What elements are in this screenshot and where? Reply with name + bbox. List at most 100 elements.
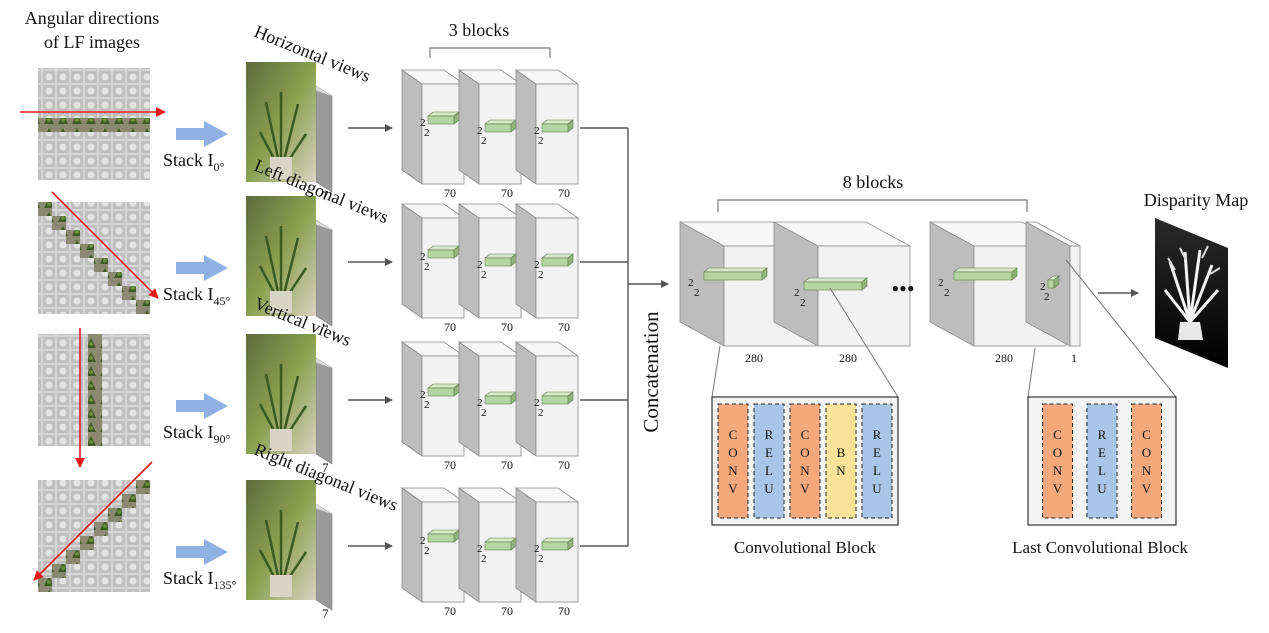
filter-b-2-0: 2 <box>424 399 430 411</box>
big-block-size-2: 280 <box>995 351 1013 365</box>
small-block-1-2 <box>514 203 580 319</box>
filter-3-1 <box>484 537 517 551</box>
lf-grid-horizontal <box>38 68 150 180</box>
conv-zoom-line-left <box>711 345 721 398</box>
filter-1-1 <box>484 253 517 267</box>
small-block-0-1 <box>457 69 523 185</box>
filter-a-1-1: 2 <box>477 259 483 271</box>
blue-arrow-0 <box>176 121 228 147</box>
filter-a-2-0: 2 <box>420 389 426 401</box>
filter-a-3-0: 2 <box>420 535 426 547</box>
conv-layer-2 <box>789 403 821 519</box>
filter-0-1 <box>484 119 517 133</box>
filter-2-2 <box>541 391 574 405</box>
depth-label-0: 7 <box>322 188 329 203</box>
conv-zoom-line-right <box>829 287 899 398</box>
big-block-size-0: 280 <box>745 351 763 365</box>
disparity-map-image <box>1155 218 1228 368</box>
small-block-1-1 <box>457 203 523 319</box>
filter-3-2 <box>541 537 574 551</box>
blue-arrow-3 <box>176 539 228 565</box>
left-title-line1: Angular directions <box>25 8 159 28</box>
red-arrow-right-diagonal <box>33 461 153 581</box>
block-size-2-0: 70 <box>444 458 456 472</box>
view-stack-3 <box>246 480 333 611</box>
stack-label-1: Stack I45° <box>163 284 230 308</box>
small-block-1-0 <box>400 203 466 319</box>
lf-grid-left-diagonal <box>38 202 150 314</box>
stack-label-2: Stack I90° <box>163 422 230 446</box>
filter-a-0-0: 2 <box>420 117 426 129</box>
conv-layer-1 <box>753 403 785 519</box>
filter-0-2 <box>541 119 574 133</box>
small-block-2-1 <box>457 341 523 457</box>
last-layer-1 <box>1086 403 1118 519</box>
filter-a-3-2: 2 <box>534 543 540 555</box>
last-filter-b: 2 <box>1044 291 1050 303</box>
last-layer-2 <box>1131 403 1162 519</box>
last-zoom-line-left <box>1027 347 1036 398</box>
filter-a-0-2: 2 <box>534 125 540 137</box>
big-filter-a-1: 2 <box>794 287 800 299</box>
big-filter-b-2: 2 <box>944 287 950 299</box>
small-block-2-2 <box>514 341 580 457</box>
filter-a-3-1: 2 <box>477 543 483 555</box>
filter-b-1-1: 2 <box>481 269 487 281</box>
filter-b-2-1: 2 <box>481 407 487 419</box>
left-title-line2: of LF images <box>44 32 140 52</box>
conv-title: Convolutional Block <box>734 538 877 557</box>
big-filter-b-1: 2 <box>800 297 806 309</box>
three-blocks-label: 3 blocks <box>449 20 510 40</box>
small-block-3-0 <box>400 487 466 603</box>
big-filter-b-0: 2 <box>694 287 700 299</box>
blue-arrow-2 <box>176 393 228 419</box>
last-title: Last Convolutional Block <box>1012 538 1188 557</box>
last-block-size: 1 <box>1071 351 1077 365</box>
concatenation-label: Concatenation <box>639 311 663 433</box>
three-blocks-brace <box>429 47 551 58</box>
depth-label-3: 7 <box>322 606 329 621</box>
view-stack-2 <box>246 334 333 465</box>
big-filter-0 <box>703 267 768 281</box>
small-block-3-2 <box>514 487 580 603</box>
big-block-1 <box>773 221 911 347</box>
conv-layer-4 <box>861 403 893 519</box>
small-block-0-2 <box>514 69 580 185</box>
small-block-2-0 <box>400 341 466 457</box>
depth-label-2: 7 <box>322 460 329 475</box>
view-stack-0 <box>246 62 333 193</box>
view-stack-1 <box>246 196 333 327</box>
filter-b-1-2: 2 <box>538 269 544 281</box>
filter-a-0-1: 2 <box>477 125 483 137</box>
last-filter <box>1047 275 1060 289</box>
big-filter-a-2: 2 <box>938 277 944 289</box>
block-size-2-2: 70 <box>558 458 570 472</box>
block-size-0-1: 70 <box>501 186 513 200</box>
filter-a-2-1: 2 <box>477 397 483 409</box>
big-block-size-1: 280 <box>839 351 857 365</box>
blue-arrow-1 <box>176 255 228 281</box>
filter-b-3-1: 2 <box>481 553 487 565</box>
block-size-1-1: 70 <box>501 320 513 334</box>
filter-b-0-0: 2 <box>424 127 430 139</box>
block-size-3-1: 70 <box>501 604 513 618</box>
ellipsis: ••• <box>891 276 914 301</box>
last-layer-0 <box>1042 403 1073 519</box>
disparity-map-title: Disparity Map <box>1144 190 1248 210</box>
small-block-0-0 <box>400 69 466 185</box>
conv-layer-0 <box>717 403 749 519</box>
filter-1-2 <box>541 253 574 267</box>
filter-3-0 <box>427 529 460 543</box>
filter-2-1 <box>484 391 517 405</box>
filter-b-3-2: 2 <box>538 553 544 565</box>
stack-label-3: Stack I135° <box>163 568 236 592</box>
filter-0-0 <box>427 111 460 125</box>
block-size-0-2: 70 <box>558 186 570 200</box>
filter-b-2-2: 2 <box>538 407 544 419</box>
